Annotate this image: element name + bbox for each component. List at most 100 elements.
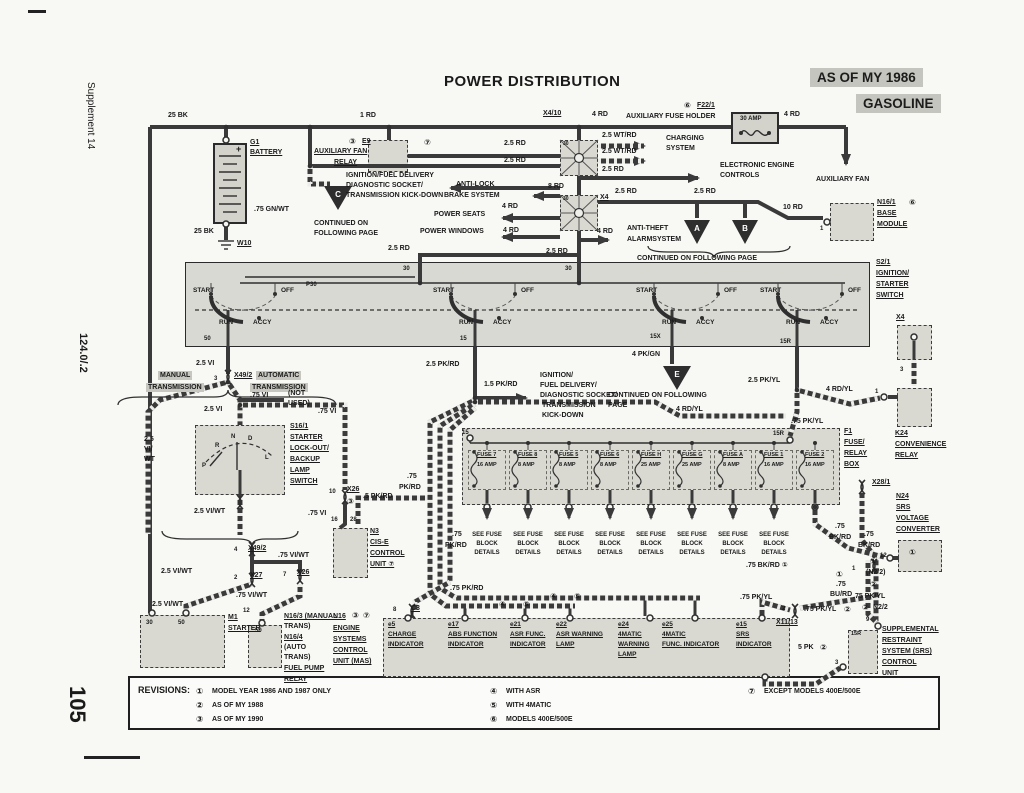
wire-label: .75 VI (318, 408, 337, 415)
term-label: 30 (563, 196, 569, 202)
term-label: 30 (563, 141, 569, 147)
wire (675, 451, 683, 487)
dot (739, 131, 743, 135)
see-fuse-note: BLOCK (640, 541, 662, 547)
terminal (466, 434, 474, 442)
dot (649, 441, 653, 445)
fuse-cell (509, 450, 547, 490)
page-number: 105 (65, 686, 90, 723)
dot (718, 450, 722, 454)
switch-position-run: RUN (662, 319, 677, 326)
star-center (573, 152, 585, 164)
conn-x26b: X26 (297, 569, 310, 576)
module-n16-1-l3: MODULE (877, 221, 908, 228)
terminal (691, 614, 699, 622)
module-n16-1: N16/1 (877, 199, 896, 206)
switch-contact (227, 318, 231, 322)
dest-label: BRAKE SYSTEM (444, 192, 500, 199)
wire (438, 585, 700, 601)
wire (716, 451, 724, 487)
relay-k24: K24 (895, 430, 908, 437)
terminal (839, 663, 847, 671)
wire-label: .75 GN/WT (254, 206, 290, 213)
wire (307, 166, 330, 187)
fusebox-id-l3: RELAY (844, 450, 868, 457)
fuse-cell (796, 450, 834, 490)
revision-text: EXCEPT MODELS 400E/500E (764, 688, 861, 695)
wire (796, 387, 881, 407)
wire (759, 598, 791, 618)
rev-mark-6: ⑥ (684, 101, 691, 110)
term-label: 15X (650, 334, 661, 340)
srs-control-box (848, 630, 878, 674)
wire (598, 200, 823, 220)
starter-name: STARTER (228, 625, 261, 632)
wire (437, 401, 477, 588)
switch-s16-1-l2: STARTER (290, 434, 323, 441)
module-n16-l2: ENGINE (333, 625, 360, 632)
gear-d: D (248, 436, 253, 442)
terminal (886, 554, 894, 562)
wire (248, 572, 254, 588)
dest-label: POWER SEATS (434, 211, 486, 218)
wire (252, 560, 302, 572)
wire (653, 295, 719, 311)
pin-label: 4 (234, 547, 238, 553)
conn-x4-right: X4 (896, 314, 905, 321)
terminal (521, 614, 529, 622)
fuse-amp: 16 AMP (764, 462, 784, 468)
fuse-name: FUSE G (682, 452, 703, 458)
wire (860, 479, 866, 495)
junction-dot (417, 280, 423, 286)
see-fuse-note: DETAILS (556, 550, 582, 556)
rev-mark-2: ② (820, 643, 827, 652)
wire (341, 489, 347, 505)
fusebox-id-l4: BOX (844, 461, 860, 468)
wire-label: 2.5 VI/WT (152, 601, 184, 608)
wire (238, 494, 244, 510)
wire (298, 569, 304, 585)
wire-label: 2.5 RD (602, 166, 624, 173)
dot (677, 484, 681, 488)
conn-c3: C3 (411, 605, 420, 612)
revision-text: AS OF MY 1990 (212, 716, 264, 723)
rev-mark-1: ① (909, 548, 916, 557)
wire (872, 558, 878, 574)
terminal (646, 614, 654, 622)
wire (208, 295, 244, 324)
fuse-name: FUSE 5 (559, 452, 579, 458)
rev-mark-1: ① (836, 570, 843, 579)
terminal (258, 619, 266, 627)
continued-note: PAGE (608, 402, 628, 409)
wire-label: BU/RD (830, 591, 853, 598)
ground-id: W10 (237, 240, 252, 247)
wire (248, 541, 254, 557)
dest-label: KICK-DOWN (542, 412, 584, 419)
dest-label: AUXILIARY FAN (816, 176, 870, 183)
wire (412, 579, 452, 610)
see-fuse-note: SEE FUSE (554, 532, 584, 538)
continued-note: CONTINUED ON FOLLOWING PAGE (637, 255, 758, 262)
fuse-name: FUSE 2 (805, 452, 825, 458)
triangle-letter: A (694, 224, 700, 233)
wire-label: PK/RD (445, 542, 467, 549)
dest-label: IGNITION/FUEL DELIVERY (346, 172, 434, 179)
dot (485, 441, 489, 445)
switch-position-off: OFF (281, 287, 294, 294)
note-label: (NOT (288, 390, 306, 397)
pin-label: 7 (283, 572, 287, 578)
switch-position-off: OFF (724, 287, 737, 294)
dot (800, 484, 804, 488)
wire-label: 2.5 WT/RD (602, 148, 637, 155)
dest-label: ALARMSYSTEM (627, 236, 682, 243)
junction-dot (307, 124, 313, 130)
indicator-cell-line: e25 (662, 621, 673, 628)
module-n3: N3 (370, 528, 379, 535)
wire-label: 4 RD (592, 111, 608, 118)
indicator-cell-line: INDICATOR (448, 641, 484, 648)
relay-k24-l2: CONVENIENCE (895, 441, 947, 448)
conn-x4: X4 (600, 194, 609, 201)
fuse-holder-id: F22/1 (697, 102, 715, 109)
switch-position-off: OFF (848, 287, 861, 294)
rev-mark-4: ④ (550, 592, 557, 601)
